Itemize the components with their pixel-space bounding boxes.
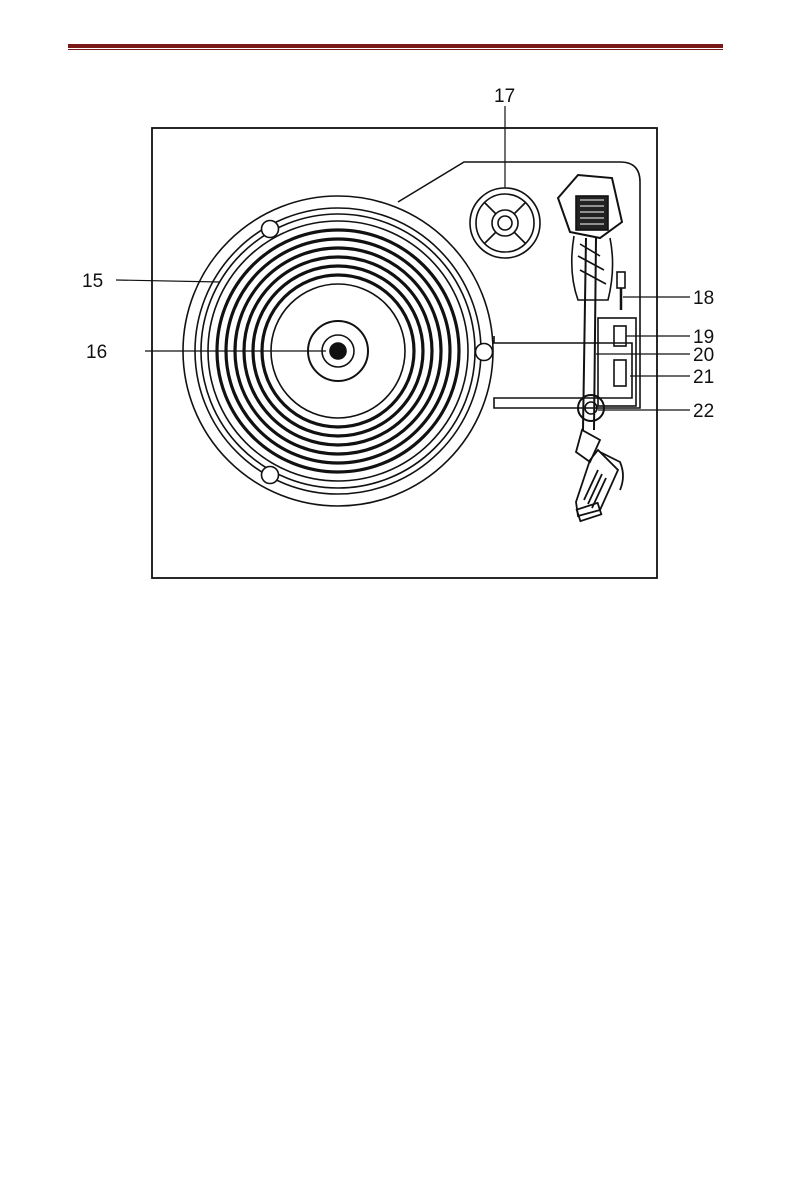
arm-rest-plate — [598, 318, 636, 406]
callout-22: 22 — [693, 401, 714, 422]
headshell — [576, 430, 623, 521]
support-post-bottom — [262, 467, 279, 484]
leader-15 — [116, 280, 220, 282]
tonearm-tube — [583, 238, 596, 430]
callout-21: 21 — [693, 367, 714, 388]
callout-15: 15 — [82, 271, 103, 292]
callout-18: 18 — [693, 288, 714, 309]
support-post-right — [476, 344, 493, 361]
callout-17: 17 — [494, 86, 515, 107]
callout-20: 20 — [693, 345, 714, 366]
spindle — [330, 343, 346, 359]
callout-16: 16 — [86, 342, 107, 363]
support-post-top — [262, 221, 279, 238]
adapter-45rpm — [470, 188, 540, 258]
lift-lever — [617, 272, 625, 310]
auto-stop-switch — [614, 360, 626, 386]
tonearm-counterweight — [558, 175, 622, 300]
